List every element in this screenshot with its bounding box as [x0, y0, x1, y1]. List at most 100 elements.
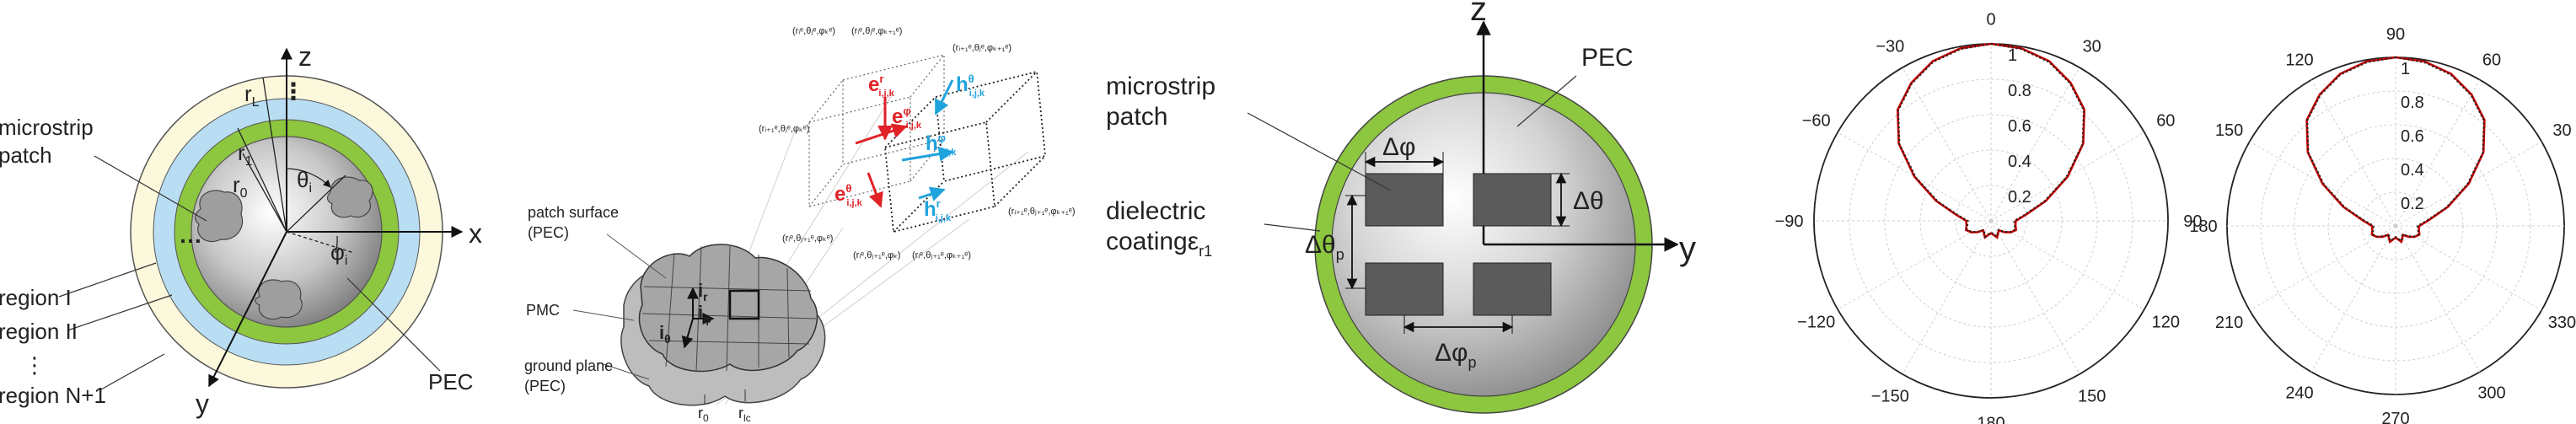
- coord-c1: (rᵢᵉ,θⱼᵉ,φₖᵉ): [792, 26, 835, 36]
- polar-angle-tick: 180: [2189, 217, 2217, 236]
- polar-radial-tick: 0.4: [2401, 161, 2424, 180]
- dphip-label: Δφp: [1435, 339, 1477, 371]
- patch-tr: [1473, 173, 1552, 227]
- r0-line: [242, 153, 287, 233]
- polar-angle-tick: 210: [2215, 314, 2243, 332]
- e-phi-arrow: [855, 123, 908, 145]
- polar-series-solid: [1896, 42, 2086, 239]
- dtheta-label: Δθ: [1573, 187, 1604, 215]
- yee-cell-e: [808, 54, 945, 207]
- polar-angle-tick: 30: [2552, 121, 2571, 140]
- microstrip-label-c: microstrip: [1106, 72, 1216, 100]
- z-axis-label: z: [298, 41, 312, 72]
- polar-spoke: [1990, 220, 2145, 310]
- polar-spoke: [1990, 67, 2080, 222]
- h-theta-arrow: [934, 79, 954, 115]
- x-axis-label: x: [469, 218, 482, 249]
- polar-angle-tick: 120: [2152, 314, 2180, 332]
- polar-angle-tick: −150: [1871, 387, 1909, 405]
- z-axis-label-c: z: [1470, 0, 1487, 28]
- panel-b-fdtd-cell: ir iφ iθ patch surface (PEC) PMC ground …: [524, 26, 1076, 424]
- polar-spoke: [2310, 225, 2396, 373]
- phi-arc: [335, 235, 338, 254]
- patch-bl: [1365, 262, 1444, 316]
- patch-blob-right: [326, 176, 373, 218]
- polar-angle-tick: 180: [1977, 414, 2004, 424]
- polar-angle-tick: 90: [2183, 212, 2202, 231]
- rl-label: rL: [244, 81, 260, 110]
- dielectric-label-c: dielectric: [1106, 197, 1205, 225]
- polar-angle-tick: 330: [2548, 314, 2576, 332]
- patch-br: [1473, 262, 1552, 316]
- polar-series-dotted: [2306, 56, 2485, 243]
- polar-angle-tick: −60: [1802, 111, 1831, 130]
- leader-patch-surface: [606, 233, 667, 279]
- polar-spoke: [1902, 220, 1992, 375]
- leader-microstrip: [94, 155, 207, 222]
- polar-radial-tick: 0.6: [2401, 127, 2424, 146]
- patch-blob-bottom: [255, 279, 303, 320]
- coord-c3: (rᵢ₊₁ᵉ,θⱼᵉ,φₖ₊₁ᵉ): [953, 43, 1012, 53]
- polar-angle-tick: 60: [2156, 111, 2175, 130]
- phi-label: φi: [330, 239, 347, 268]
- dthetap-label: Δθp: [1305, 231, 1344, 263]
- regionn-label: region N+1: [0, 383, 106, 408]
- polar-radial-tick: 0.8: [2008, 82, 2031, 100]
- rlc-label: rlc: [738, 405, 751, 424]
- polar-spoke: [1902, 67, 1992, 222]
- patch-tl: [1365, 173, 1444, 227]
- leader-coating-c: [1264, 223, 1321, 232]
- y-axis-label-c: y: [1679, 230, 1696, 267]
- polar-angle-tick: −30: [1876, 38, 1904, 56]
- theta-arc: [286, 168, 331, 188]
- e-theta-arrow: [867, 172, 883, 208]
- dots-label: …: [179, 222, 202, 248]
- theta-ray: [286, 174, 346, 233]
- region1-label: region I: [0, 285, 72, 310]
- coord-c6: (rᵢᵉ,θⱼ₊₁ᵉ,φₖ): [853, 250, 900, 260]
- polar-angle-tick: 120: [2285, 51, 2313, 70]
- polar-angle-tick: −90: [1775, 212, 1804, 231]
- leader-ground: [598, 362, 650, 380]
- polar-spoke: [1837, 220, 1992, 310]
- patch-blob-left: [194, 190, 244, 243]
- polar-angle-tick: 0: [1986, 11, 1995, 30]
- iphi-label: iφ: [698, 302, 711, 325]
- polar-angle-tick: 240: [2285, 384, 2313, 402]
- panel-a-layered-sphere: z x y microstrip patch region I region I…: [0, 41, 482, 419]
- polar-radial-tick: 1: [2401, 60, 2410, 78]
- polar-spoke: [2249, 225, 2396, 311]
- polar-angle-tick: 60: [2482, 51, 2501, 70]
- y-axis-label: y: [196, 389, 209, 419]
- leader-region2: [67, 294, 173, 331]
- r1-line: [237, 127, 287, 233]
- polar-radial-tick: 0.4: [2008, 153, 2031, 171]
- polar-radial-tick: 1: [2008, 46, 2017, 65]
- polar-radial-tick: 0.2: [2008, 188, 2031, 207]
- polar-radial-tick: 0.8: [2401, 94, 2424, 112]
- leader-regionn: [100, 353, 165, 390]
- polar-grid-circle: [2361, 191, 2430, 260]
- h-phi-arrow: [901, 146, 954, 162]
- leader-pec: [346, 277, 441, 372]
- patch-label-c: patch: [1106, 103, 1167, 131]
- polar-angle-tick: 150: [2215, 121, 2243, 140]
- theta-label: θi: [297, 167, 312, 196]
- polar-angle-tick: 150: [2078, 387, 2106, 405]
- polar-grid-circle: [2260, 90, 2531, 362]
- itheta-label: iθ: [659, 322, 671, 346]
- patch-label: patch: [0, 142, 52, 168]
- coord-c8: (rᵢ₊₁ᵉ,θⱼ₊₁ᵉ,φₖ₊₁ᵉ): [1008, 207, 1076, 217]
- h-r-arrow: [918, 186, 946, 201]
- polar-radial-tick: 0.6: [2008, 117, 2031, 136]
- polar-angle-tick: 30: [2083, 38, 2101, 56]
- panel-c-patch-array: z y PEC microstrip patch dielectric coat…: [1106, 0, 1696, 414]
- polar-radial-tick: 0.2: [2401, 195, 2424, 213]
- leader-pec-c: [1516, 75, 1577, 127]
- region2-label: region II: [0, 319, 78, 344]
